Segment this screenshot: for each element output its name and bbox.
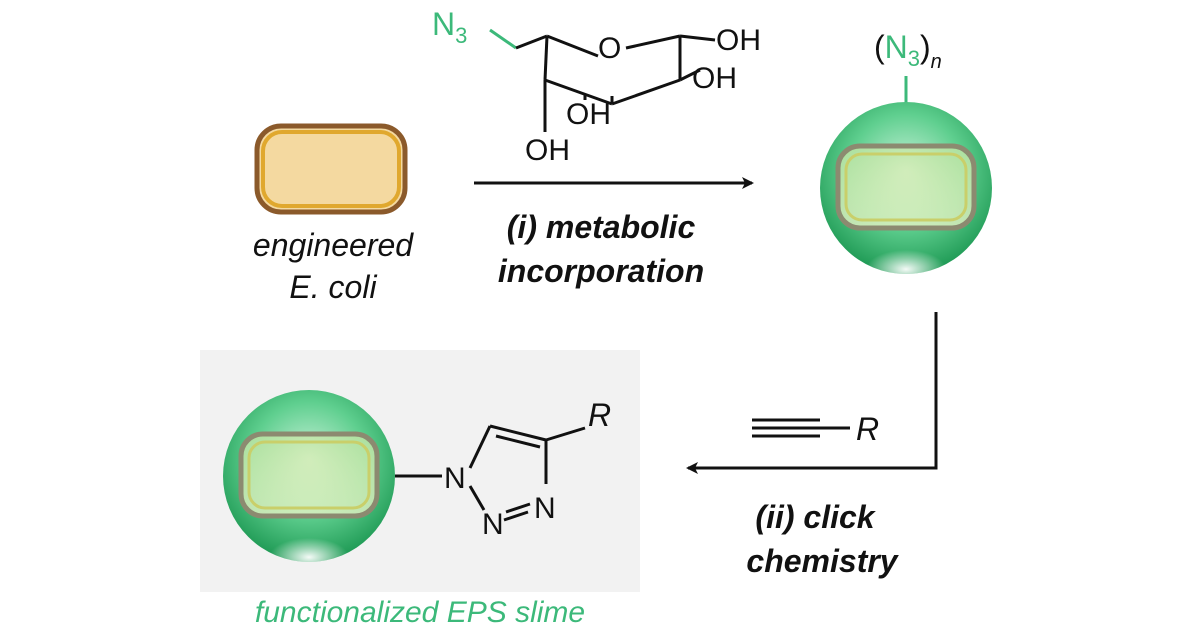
step2-arrow: [686, 312, 938, 474]
labeled-cell-bead: [820, 102, 992, 274]
sugar-oh-bottom-2: OH: [525, 134, 570, 167]
alkyne-R: R: [856, 411, 879, 447]
azido-sugar-structure: [489, 28, 716, 132]
start-label-line1: engineered: [253, 227, 414, 263]
engineered-ecoli-cell: [254, 123, 408, 215]
triazole-R: R: [588, 397, 611, 433]
alkyne-reagent: [752, 418, 850, 438]
triazole-structure: [395, 424, 586, 522]
sugar-ring-O: O: [598, 32, 621, 65]
product-caption: functionalized EPS slime: [255, 596, 585, 628]
step1-label-line2: incorporation: [498, 253, 704, 289]
sugar-oh-right-top: OH: [716, 24, 761, 57]
step2-label-line2: chemistry: [746, 543, 899, 579]
sugar-oh-right-mid: OH: [692, 62, 737, 95]
triazole-N1: N: [444, 462, 466, 495]
step2-label-line1: (ii) click: [755, 499, 876, 535]
sugar-oh-bottom-1: OH: [566, 98, 611, 131]
triazole-N2: N: [482, 508, 504, 541]
product-bead: [223, 390, 395, 562]
labeled-cell-azide-label: (N3)n: [874, 29, 942, 73]
step1-label-line1: (i) metabolic: [507, 209, 696, 245]
sugar-azide-N: N3: [432, 6, 467, 48]
start-label-line2: E. coli: [289, 269, 377, 305]
triazole-N3: N: [534, 492, 556, 525]
